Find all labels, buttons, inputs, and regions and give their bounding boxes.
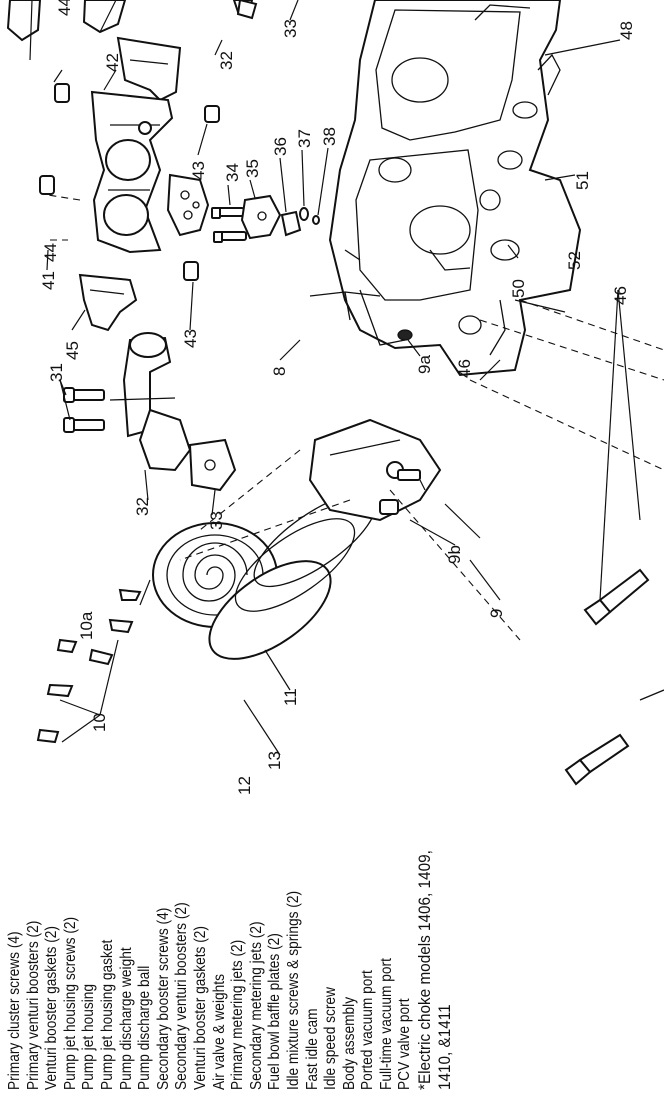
callout-label: 46 [455,359,474,378]
callout-label: 11 [281,688,300,706]
callout-label: 34 [223,163,242,182]
callout-label: 9 [487,609,506,618]
callout-label: 32 [217,51,236,70]
callout-label: 45 [63,341,82,360]
callout-labels: 31 32 33 34 35 36 37 38 41 42 43 43 44 4… [39,0,636,795]
callout-label: 41 [39,271,58,290]
callout-label: 31 [47,363,66,382]
callout-label: 9b [445,545,464,564]
callout-label: 10 [90,713,109,732]
lower-right-parts [397,329,664,786]
callout-label: 37 [295,129,314,148]
callout-label: 44 [55,0,74,16]
callout-label: 33 [281,19,300,38]
callout-label: 36 [271,137,290,156]
callout-label: 10a [77,611,96,640]
callout-label: 35 [243,159,262,178]
callout-label: 38 [320,127,339,146]
primary-booster-cluster [63,332,237,492]
pump-jet-housing [240,194,320,240]
callout-label: 52 [565,251,584,270]
alignment-lines [47,194,664,641]
callout-label: 43 [189,161,208,180]
booster-venturi-top [82,0,182,102]
choke-assembly [152,418,442,660]
callout-label: 9a [415,355,434,374]
callout-label: 50 [509,279,528,298]
callout-label: 33 [207,511,226,530]
leader-lines [29,0,641,756]
gasket-parts [6,0,210,237]
air-valve-weights [78,273,138,332]
callout-label: 43 [181,329,200,348]
callout-label: 12 [235,776,254,795]
callout-label: 42 [103,53,122,72]
top-right-parts [232,0,258,20]
choke-screws [36,588,142,744]
callout-label: 13 [265,751,284,770]
callout-label: 44 [41,243,60,262]
callout-label: 51 [573,171,592,190]
callout-label: 32 [133,497,152,516]
callout-label: 48 [617,21,636,40]
body-assembly [328,0,582,377]
jet-plugs [39,83,220,281]
callout-label: 8 [270,367,289,376]
link-rod [309,291,381,321]
secondary-booster-assembly [90,90,174,254]
booster-screws [211,207,247,243]
callout-label: 46 [611,286,630,305]
